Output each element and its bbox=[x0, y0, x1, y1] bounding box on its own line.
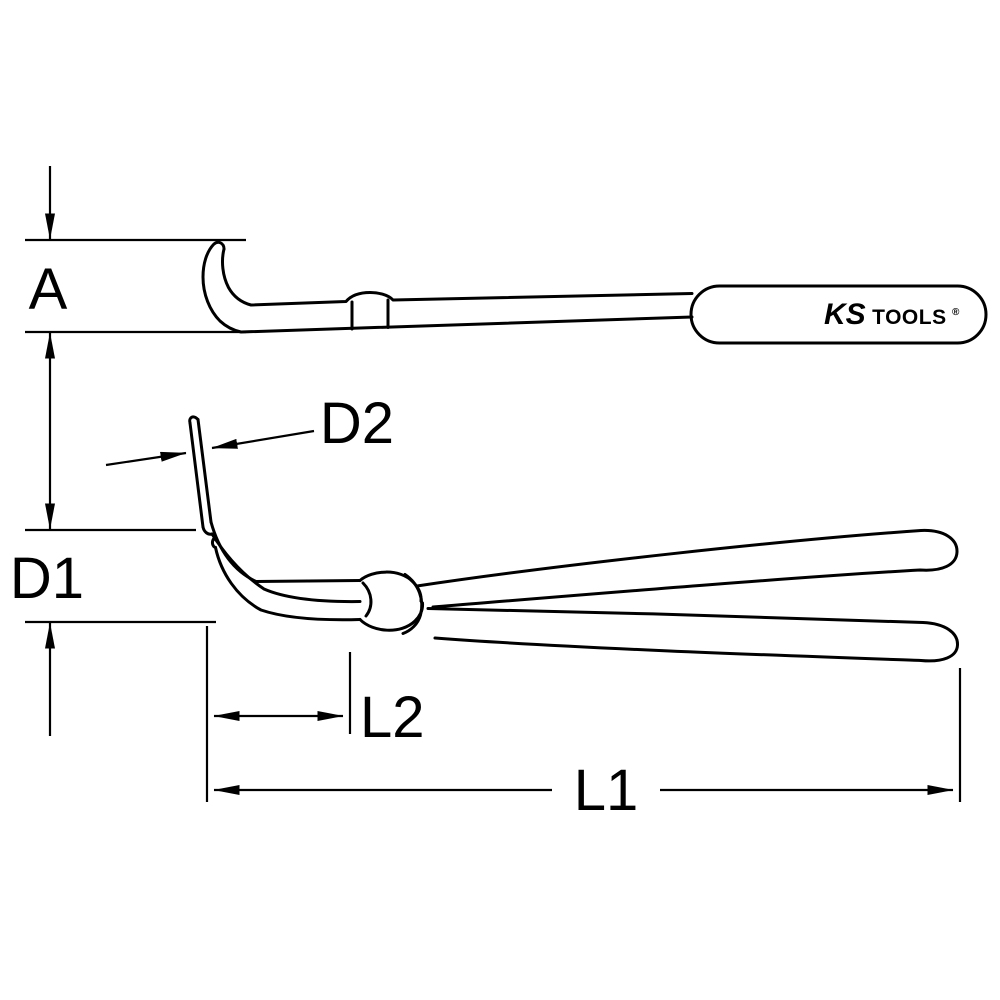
joint-inner-curve-left bbox=[361, 581, 373, 618]
nose-right-edge bbox=[196, 418, 213, 524]
dimension-a: A bbox=[25, 166, 246, 530]
nose-left-edge bbox=[188, 421, 205, 529]
handle-grip bbox=[689, 284, 988, 345]
dim-d2-leader-left bbox=[105, 451, 187, 467]
profile-inner-edge bbox=[221, 247, 694, 307]
upper-jaw-tip-cap bbox=[201, 525, 214, 536]
dimension-l2-label: L2 bbox=[360, 685, 425, 750]
elbow-inner-and-jaw-top bbox=[209, 520, 362, 583]
joint-inner-curve-right bbox=[401, 573, 424, 635]
nose-tip-cap bbox=[188, 415, 200, 425]
side-profile-view: KS TOOLS ® bbox=[201, 240, 988, 345]
dimension-d1: D1 bbox=[10, 528, 216, 736]
dimension-d2-label: D2 bbox=[320, 391, 394, 456]
profile-outer-edge bbox=[201, 240, 694, 334]
upper-handle-outline bbox=[415, 528, 959, 609]
brand-logo: KS TOOLS ® bbox=[824, 298, 960, 331]
brand-logo-tools: TOOLS bbox=[872, 306, 946, 329]
dimension-d2: D2 bbox=[105, 391, 394, 467]
dimension-d1-label: D1 bbox=[10, 546, 84, 611]
registered-trademark-icon: ® bbox=[952, 307, 960, 318]
dim-d2-leader-right bbox=[211, 429, 315, 450]
brand-logo-ks: KS bbox=[824, 298, 866, 331]
dimension-l1-label: L1 bbox=[574, 758, 639, 823]
lower-handle-outline bbox=[426, 607, 960, 663]
pliers-full-view bbox=[188, 415, 960, 663]
dimension-a-label: A bbox=[29, 257, 68, 322]
elbow-outer-and-jaw-bottom bbox=[214, 546, 362, 622]
dimension-l1: L1 bbox=[213, 668, 962, 823]
dimension-l2: L2 bbox=[205, 626, 425, 802]
